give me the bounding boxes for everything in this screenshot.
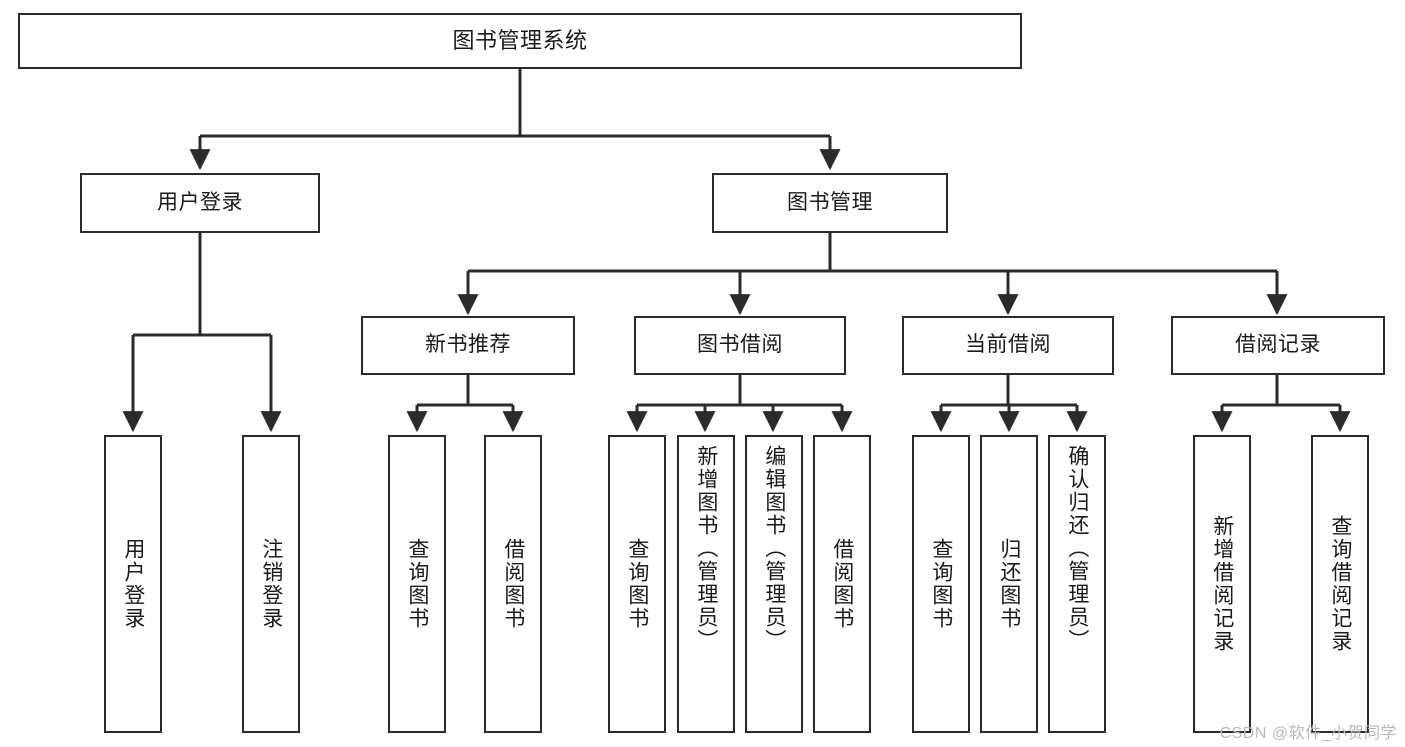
node-label: 用户登录: [121, 538, 145, 630]
leaf-borrow-record-query-record[interactable]: 查询借阅记录: [1311, 435, 1369, 733]
node-label: 查询图书: [929, 538, 953, 630]
node-book-management[interactable]: 图书管理: [712, 173, 948, 233]
node-label: 编辑图书（管理员）: [762, 445, 786, 652]
leaf-book-borrow-add-book-admin[interactable]: 新增图书（管理员）: [677, 435, 735, 733]
leaf-borrow-record-add-record[interactable]: 新增借阅记录: [1193, 435, 1251, 733]
node-borrow-record[interactable]: 借阅记录: [1171, 316, 1385, 375]
node-root-book-management-system[interactable]: 图书管理系统: [18, 13, 1022, 69]
node-label: 图书管理系统: [452, 28, 588, 54]
node-label: 当前借阅: [965, 333, 1051, 357]
node-label: 注销登录: [259, 538, 283, 630]
leaf-new-book-query-book[interactable]: 查询图书: [388, 435, 446, 733]
node-label: 用户登录: [157, 190, 243, 214]
leaf-current-borrow-query-book[interactable]: 查询图书: [912, 435, 970, 733]
node-new-book-recommend[interactable]: 新书推荐: [361, 316, 575, 375]
leaf-book-borrow-query-book[interactable]: 查询图书: [608, 435, 666, 733]
leaf-current-borrow-return-book[interactable]: 归还图书: [980, 435, 1038, 733]
watermark-text: CSDN @软件_小贺同学: [1219, 725, 1397, 742]
node-label: 查询借阅记录: [1328, 515, 1352, 653]
node-current-borrow[interactable]: 当前借阅: [902, 316, 1114, 375]
node-label: 新增借阅记录: [1210, 515, 1234, 653]
node-label: 新增图书（管理员）: [694, 445, 718, 652]
leaf-user-login-login[interactable]: 用户登录: [104, 435, 162, 733]
node-book-borrow[interactable]: 图书借阅: [634, 316, 846, 375]
leaf-book-borrow-edit-book-admin[interactable]: 编辑图书（管理员）: [745, 435, 803, 733]
node-label: 借阅记录: [1235, 333, 1321, 357]
node-label: 归还图书: [997, 538, 1021, 630]
node-label: 新书推荐: [425, 333, 511, 357]
leaf-new-book-borrow-book[interactable]: 借阅图书: [484, 435, 542, 733]
node-label: 查询图书: [625, 538, 649, 630]
leaf-user-login-logout[interactable]: 注销登录: [242, 435, 300, 733]
node-label: 借阅图书: [830, 538, 854, 630]
node-user-login[interactable]: 用户登录: [80, 173, 320, 233]
leaf-current-borrow-confirm-return-admin[interactable]: 确认归还（管理员）: [1048, 435, 1106, 733]
node-label: 查询图书: [405, 538, 429, 630]
node-label: 图书管理: [787, 190, 873, 214]
node-label: 图书借阅: [697, 333, 783, 357]
leaf-book-borrow-borrow-book[interactable]: 借阅图书: [813, 435, 871, 733]
node-label: 确认归还（管理员）: [1065, 445, 1089, 652]
node-label: 借阅图书: [501, 538, 525, 630]
